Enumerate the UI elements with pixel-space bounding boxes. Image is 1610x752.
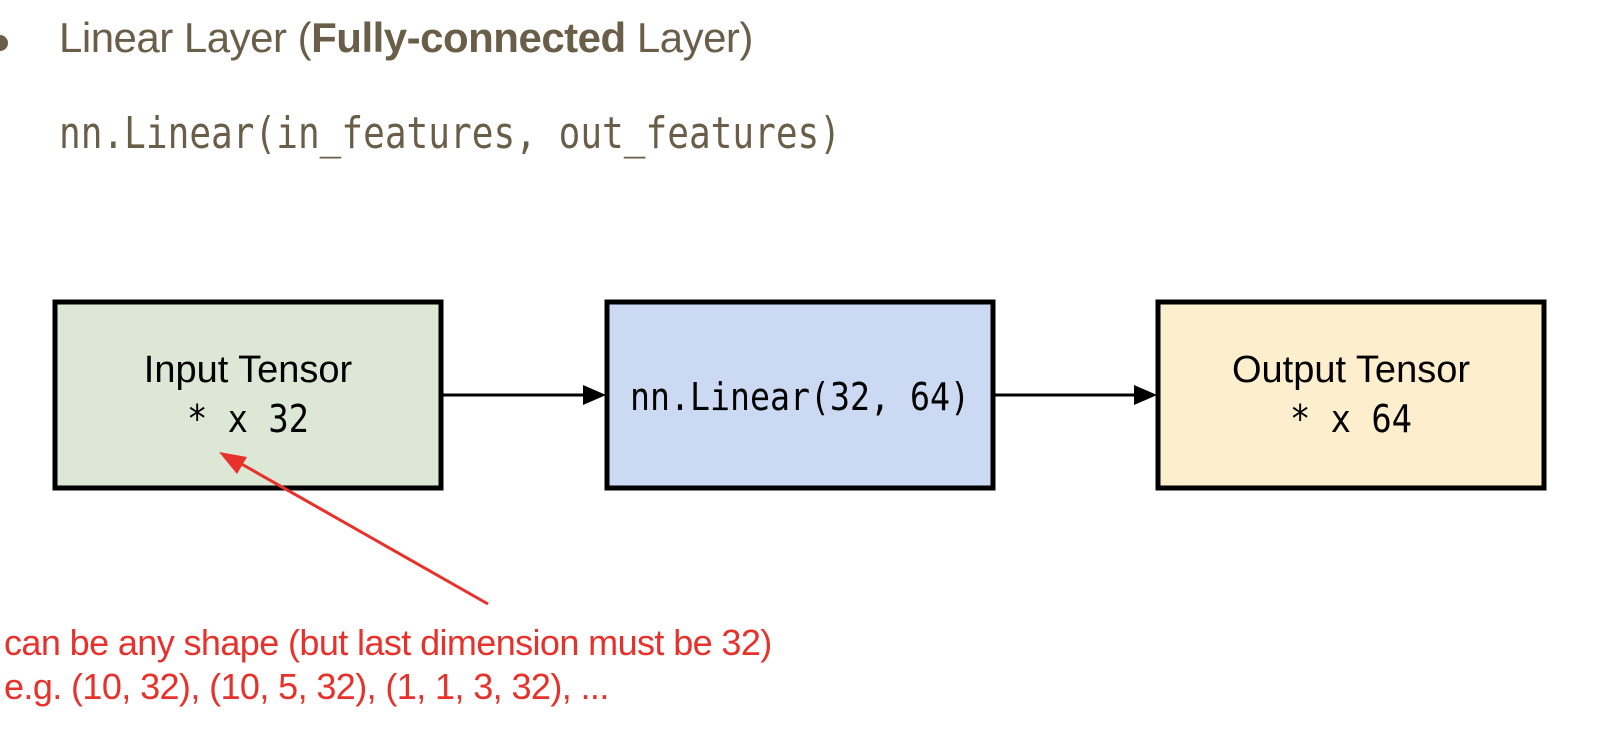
code-signature: nn.Linear(in_features, out_features) bbox=[59, 108, 841, 159]
arrowhead-icon bbox=[1134, 385, 1157, 405]
output-shape: * x 64 bbox=[1290, 397, 1412, 441]
linear-label: nn.Linear(32, 64) bbox=[630, 375, 970, 419]
heading-prefix: Linear Layer ( bbox=[59, 14, 312, 61]
annotation-line-2: e.g. (10, 32), (10, 5, 32), (1, 1, 3, 32… bbox=[4, 666, 609, 707]
node-linear: nn.Linear(32, 64) bbox=[604, 299, 996, 491]
input-box bbox=[52, 299, 444, 491]
arrowhead-icon bbox=[583, 385, 606, 405]
linear-box bbox=[604, 299, 996, 491]
heading: Linear Layer (Fully-connected Layer) bbox=[59, 14, 753, 62]
heading-bold: Fully-connected bbox=[311, 14, 626, 61]
annotation-arrow bbox=[237, 460, 489, 606]
output-box bbox=[1155, 299, 1547, 491]
red-arrowhead-icon bbox=[219, 452, 247, 474]
node-output: Output Tensor * x 64 bbox=[1155, 299, 1547, 491]
annotation-line-1: can be any shape (but last dimension mus… bbox=[4, 622, 772, 663]
output-label: Output Tensor bbox=[1232, 349, 1470, 391]
node-input: Input Tensor * x 32 bbox=[52, 299, 444, 491]
input-label: Input Tensor bbox=[144, 349, 353, 391]
heading-suffix: Layer) bbox=[625, 14, 754, 61]
input-shape: * x 32 bbox=[187, 397, 309, 441]
bullet-icon bbox=[0, 35, 8, 51]
